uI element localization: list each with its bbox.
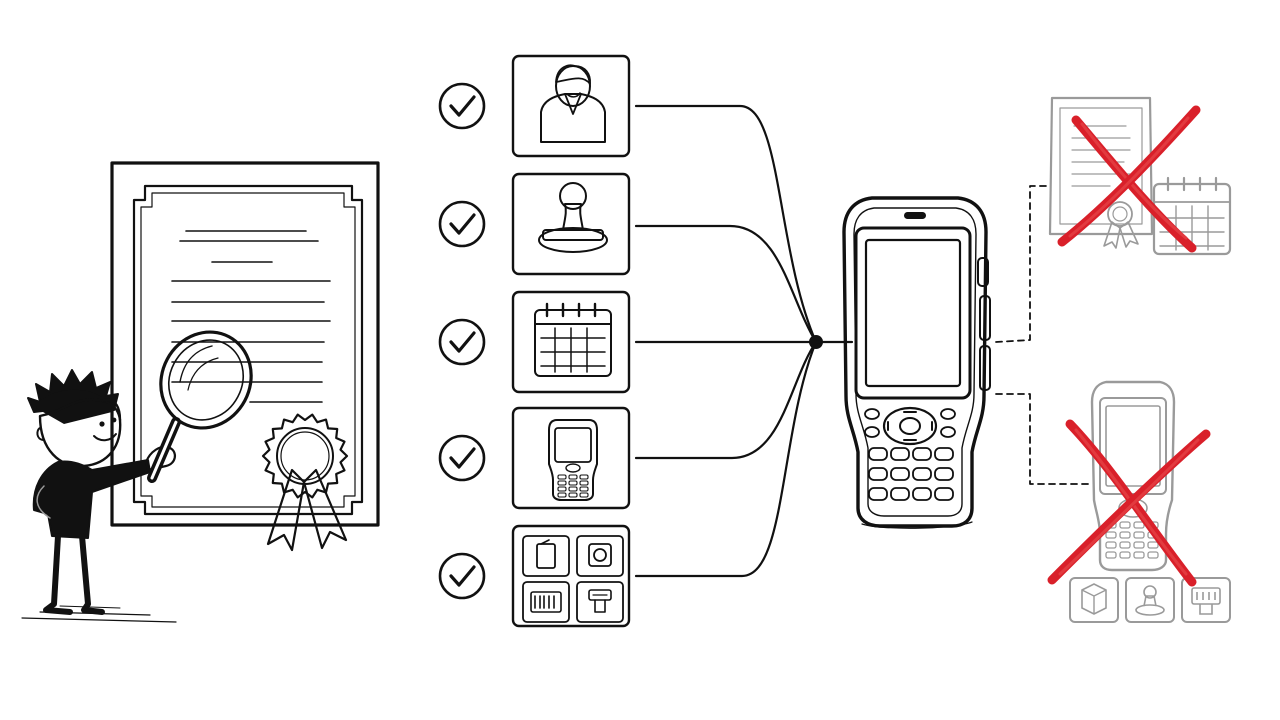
device-key [864, 408, 880, 420]
device-key [890, 467, 910, 481]
device-key [912, 487, 932, 501]
red-cross-marks [1047, 105, 1211, 587]
device-key [912, 447, 932, 461]
person-icon [511, 54, 631, 158]
cross-mark-icon [1057, 105, 1201, 253]
ribbon-seal-icon [261, 413, 349, 552]
verified-item [438, 54, 631, 158]
rejected-device-components [1069, 380, 1231, 623]
device-key [868, 487, 888, 501]
certificate-text-lines [171, 230, 331, 403]
device-key [868, 447, 888, 461]
device-key [934, 447, 954, 461]
verified-item [438, 172, 631, 276]
verified-item [438, 524, 631, 628]
dpad [882, 406, 938, 446]
device-keypad [864, 408, 956, 501]
device-key [940, 408, 956, 420]
device-key [868, 467, 888, 481]
stamp-icon [1125, 577, 1175, 623]
cross-mark-icon [1047, 419, 1211, 587]
device-key [934, 467, 954, 481]
connector-icon [1181, 577, 1231, 623]
check-circle-icon [438, 200, 486, 248]
device-key [890, 447, 910, 461]
verified-item [438, 406, 631, 510]
handheld-device-icon [511, 406, 631, 510]
magnifying-glass-icon [147, 330, 253, 483]
certificate [110, 161, 380, 552]
dashed-branches [995, 185, 1091, 485]
components-icon [511, 524, 631, 628]
handheld-scanner-device [842, 196, 991, 529]
verified-items-list [438, 54, 631, 628]
check-circle-icon [438, 552, 486, 600]
check-circle-icon [438, 434, 486, 482]
device-key [912, 467, 932, 481]
verified-item [438, 290, 631, 394]
check-circle-icon [438, 82, 486, 130]
stamp-icon [511, 172, 631, 276]
connector-lines [634, 104, 818, 578]
device-key [864, 426, 880, 438]
calendar-icon [511, 290, 631, 394]
device-key [940, 426, 956, 438]
device-key [934, 487, 954, 501]
device-key [890, 487, 910, 501]
box-icon [1069, 577, 1119, 623]
person-with-magnifier [21, 369, 177, 623]
check-circle-icon [438, 318, 486, 366]
